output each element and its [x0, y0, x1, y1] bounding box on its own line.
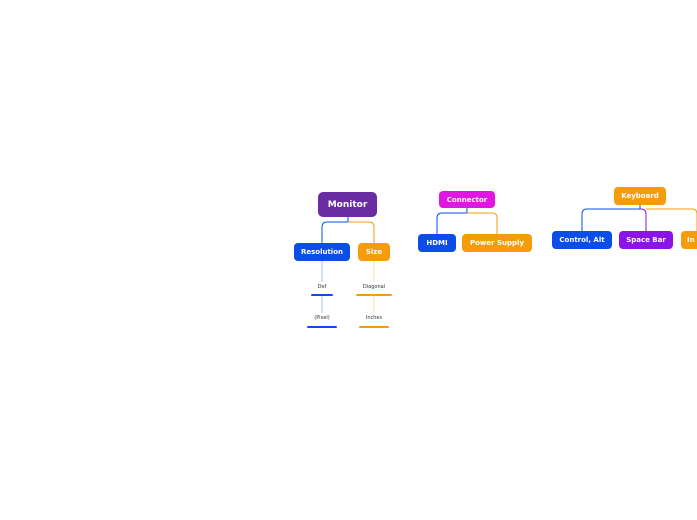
- leaf-diagonal-label: Diagonal: [362, 284, 386, 290]
- node-size-label: Size: [365, 248, 383, 256]
- link-monitor-size: [348, 221, 375, 243]
- leaf-pixel-underline: [307, 326, 337, 328]
- leaf-inches-label: Inches: [365, 315, 383, 321]
- node-keyboard-label: Keyboard: [621, 192, 659, 200]
- node-connector[interactable]: Connector: [439, 191, 495, 208]
- node-monitor-label: Monitor: [327, 199, 368, 210]
- node-resolution[interactable]: Resolution: [294, 243, 350, 261]
- link-keyboard-space: [640, 208, 647, 231]
- node-connector-label: Connector: [446, 195, 488, 204]
- leaf-inches[interactable]: Inches: [359, 315, 389, 328]
- node-monitor[interactable]: Monitor: [318, 192, 377, 217]
- node-hdmi[interactable]: HDMI: [418, 234, 456, 252]
- link-keyboard-third: [646, 208, 697, 231]
- node-keyboard[interactable]: Keyboard: [614, 187, 666, 205]
- node-control-alt-label: Control, Alt: [559, 236, 605, 244]
- node-keyboard-third-label: In: [687, 236, 695, 244]
- link-connector-hdmi: [436, 208, 468, 234]
- node-size[interactable]: Size: [358, 243, 390, 261]
- node-control-alt[interactable]: Control, Alt: [552, 231, 612, 249]
- node-space-bar-label: Space Bar: [626, 236, 666, 244]
- link-connector-power: [467, 212, 498, 234]
- node-resolution-label: Resolution: [300, 248, 344, 256]
- node-keyboard-third[interactable]: In: [681, 231, 697, 249]
- leaf-inches-underline: [359, 326, 389, 328]
- node-power-supply[interactable]: Power Supply: [462, 234, 532, 252]
- leaf-diagonal[interactable]: Diagonal: [356, 284, 392, 296]
- leaf-diagonal-underline: [356, 294, 392, 296]
- node-power-supply-label: Power Supply: [469, 239, 525, 247]
- link-monitor-resolution: [321, 217, 349, 243]
- node-space-bar[interactable]: Space Bar: [619, 231, 673, 249]
- leaf-pixel-label: (Pixel): [314, 315, 330, 321]
- leaf-pixel[interactable]: (Pixel): [307, 315, 337, 328]
- leaf-def-label: Def: [317, 284, 327, 290]
- link-keyboard-control: [581, 205, 641, 231]
- leaf-def[interactable]: Def: [311, 284, 333, 296]
- leaf-def-underline: [311, 294, 333, 296]
- node-hdmi-label: HDMI: [426, 239, 448, 247]
